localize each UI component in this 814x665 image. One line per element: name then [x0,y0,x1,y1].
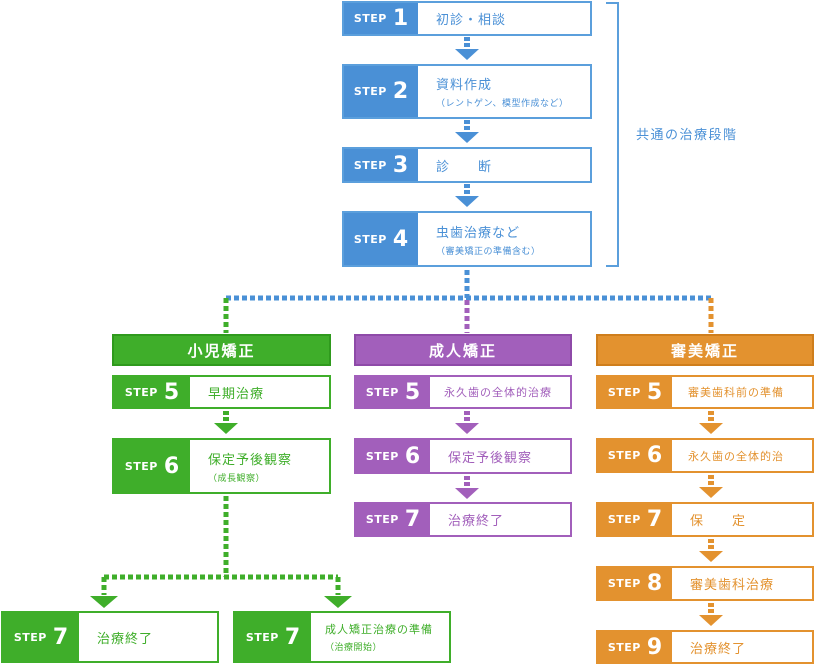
step-word: STEP [607,640,641,654]
step-subtitle: （レントゲン、模型作成など） [436,99,569,109]
step-number: 1 [392,6,409,31]
step-title: 資料作成 [436,78,493,93]
step-subtitle: （審美矯正の準備含む） [436,246,541,257]
step-title: 保 定 [690,514,747,529]
child-branch-end: STEP 7 治療終了 [1,611,219,663]
step-title: 審美歯科治療 [690,578,775,593]
adult-step-6: STEP 6 保定予後観察 [354,438,572,474]
arrow-down-icon [699,615,723,626]
step-number: 7 [284,624,301,650]
arrow-down-icon [455,49,479,60]
step-word: STEP [124,385,158,399]
common-bracket [606,2,619,267]
split-connector [223,270,714,333]
child-step-6: STEP 6 保定予後観察 （成長観察） [112,438,331,494]
common-step-3: STEP 3 診 断 [342,147,592,183]
step-word: STEP [353,232,387,246]
child-branch-adult-prep: STEP 7 成人矯正治療の準備 （治療開始） [233,611,451,663]
common-step-4: STEP 4 虫歯治療など （審美矯正の準備含む） [342,211,592,267]
step-title: 保定予後観察 [208,452,293,468]
step-word: STEP [365,385,399,399]
step-title: 初診・相談 [436,13,507,28]
step-number: 6 [163,453,180,479]
step-number: 7 [646,507,663,532]
child-branch-connector [90,496,352,608]
step-word: STEP [353,12,387,25]
arrow-down-icon [455,423,479,434]
step-title: 早期治療 [208,386,265,402]
step-number: 5 [646,379,663,405]
step-title: 虫歯治療など [436,225,521,241]
arrow-down-icon [90,596,118,608]
step-word: STEP [353,158,387,172]
adult-step-7: STEP 7 治療終了 [354,502,572,537]
step-title: 成人矯正治療の準備 [325,623,433,636]
step-number: 6 [646,443,663,468]
aesthetic-step-6: STEP 6 永久歯の全体的治 [596,438,814,473]
step-number: 5 [404,379,421,405]
step-number: 9 [646,634,663,660]
arrow-down-icon [455,196,479,207]
step-subtitle: （成長観察） [208,473,266,484]
common-stage-label: 共通の治療段階 [636,128,738,143]
child-step-5: STEP 5 早期治療 [112,375,331,409]
step-title: 治療終了 [448,514,505,529]
arrow-down-icon [699,551,723,562]
step-word: STEP [607,577,641,590]
child-header: 小児矯正 [112,334,331,366]
aesthetic-step-9: STEP 9 治療終了 [596,630,814,664]
child-arrows [214,411,238,434]
step-number: 7 [52,624,69,650]
aesthetic-step-7: STEP 7 保 定 [596,502,814,537]
step-word: STEP [365,449,399,463]
adult-header: 成人矯正 [354,334,572,366]
step-title: 永久歯の全体的治 [688,449,784,463]
step-title: 治療終了 [690,641,747,657]
arrow-down-icon [214,423,238,434]
step-title: 永久歯の全体的治療 [444,386,552,399]
step-number: 8 [646,571,663,596]
arrow-down-icon [699,487,723,498]
step-number: 2 [392,79,409,104]
step-subtitle: （治療開始） [325,643,383,653]
arrow-down-icon [699,423,723,434]
arrow-down-icon [455,132,479,143]
aesthetic-step-5: STEP 5 審美歯科前の準備 [596,375,814,409]
step-word: STEP [607,513,641,526]
step-word: STEP [124,459,158,473]
step-word: STEP [245,630,279,644]
aesthetic-step-8: STEP 8 審美歯科治療 [596,566,814,601]
step-title: 保定予後観察 [448,450,533,466]
step-number: 4 [392,226,409,252]
step-title: 治療終了 [97,631,154,647]
aesthetic-header: 審美矯正 [596,334,814,366]
common-step-1: STEP 1 初診・相談 [342,1,592,36]
step-title: 診 断 [436,159,493,175]
step-number: 7 [404,507,421,532]
step-word: STEP [607,449,641,462]
step-title: 審美歯科前の準備 [688,386,784,399]
common-arrows [455,37,479,207]
arrow-down-icon [455,488,479,499]
adult-step-5: STEP 5 永久歯の全体的治療 [354,375,572,409]
step-word: STEP [13,630,47,644]
step-word: STEP [365,513,399,526]
step-word: STEP [353,85,387,98]
aesthetic-arrows [699,411,723,626]
step-number: 3 [392,152,409,178]
arrow-down-icon [324,596,352,608]
common-step-2: STEP 2 資料作成 （レントゲン、模型作成など） [342,64,592,119]
step-word: STEP [607,385,641,399]
step-number: 5 [163,379,180,405]
adult-arrows [455,411,479,499]
step-number: 6 [404,443,421,469]
